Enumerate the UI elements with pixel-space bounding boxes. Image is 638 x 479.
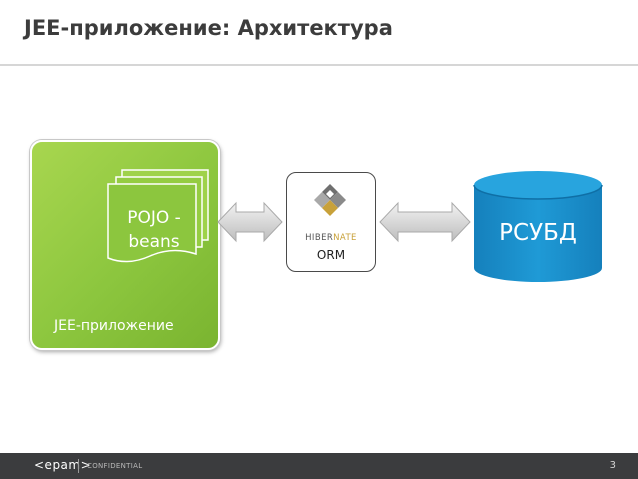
hibernate-logo: HIBERNATE <box>305 184 357 243</box>
hibernate-text-part1: HIBER <box>305 233 333 243</box>
slide-title: JEE-приложение: Архитектура <box>24 16 393 40</box>
confidential-label: CONFIDENTIAL <box>87 462 143 470</box>
epam-logo: <epam> <box>34 458 92 472</box>
pojo-label-line1: POJO - <box>127 208 181 228</box>
database-cylinder-icon <box>473 171 603 282</box>
bidirectional-arrow-icon <box>379 201 471 243</box>
bidirectional-arrow-icon <box>217 201 283 243</box>
title-divider <box>0 64 638 66</box>
page-number: 3 <box>609 460 616 471</box>
pojo-beans-label: POJO - beans <box>112 206 196 254</box>
orm-label: ORM <box>316 248 346 262</box>
hibernate-text-part2: NATE <box>333 233 357 243</box>
jee-application-label: JEE-приложение <box>54 318 174 334</box>
document-stack-icon <box>107 169 209 263</box>
pojo-label-line2: beans <box>128 232 180 252</box>
footer-divider <box>78 459 79 473</box>
database-label: РСУБД <box>499 220 577 246</box>
svg-text:HIBERNATE: HIBERNATE <box>305 233 357 243</box>
footer-bar <box>0 453 638 479</box>
